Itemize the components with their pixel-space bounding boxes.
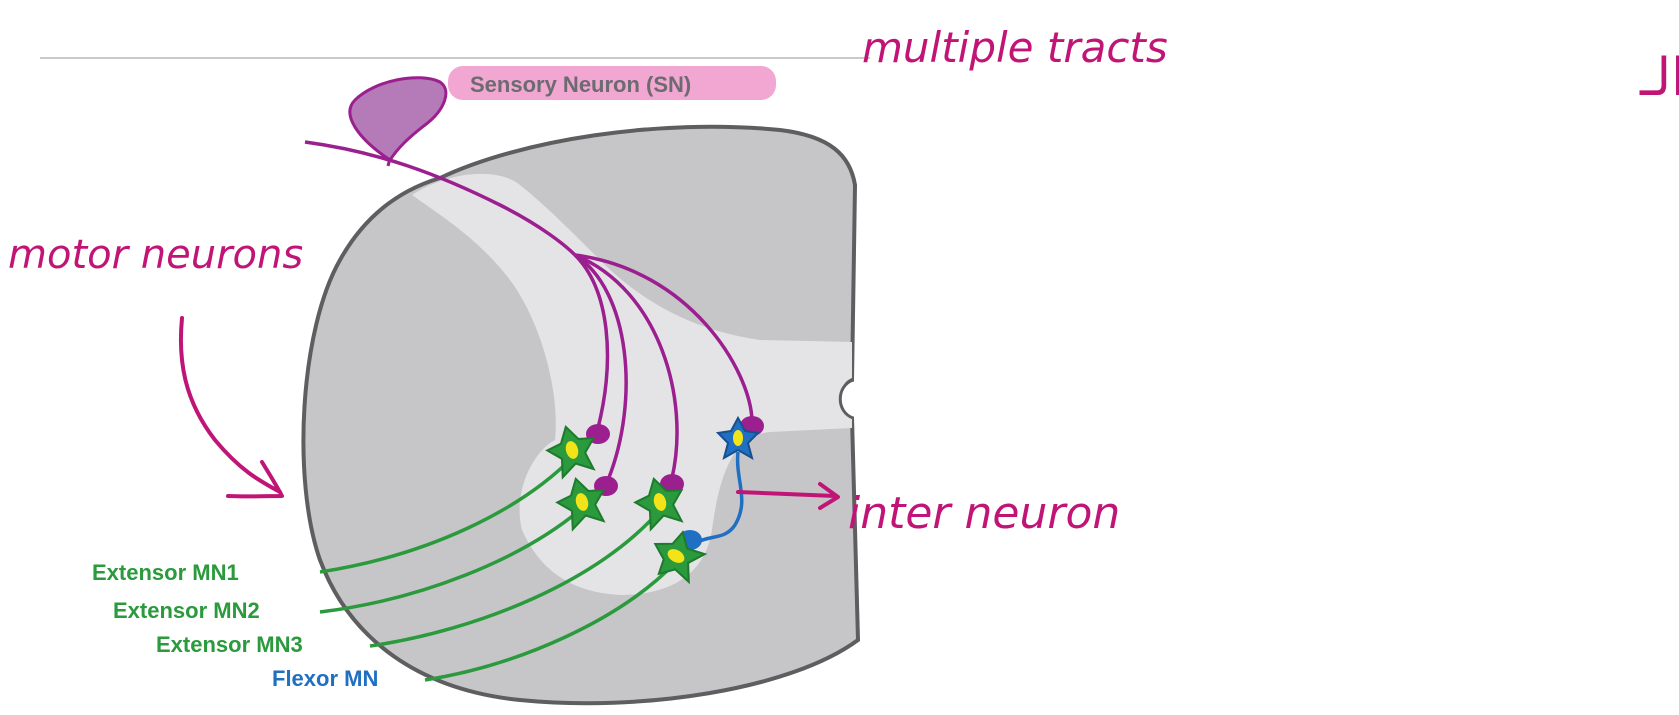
extensor-mn3-label: Extensor MN3 [156,632,303,657]
annotation-motor-neurons: motor neurons [8,232,303,278]
annotation-inter-neuron: inter neuron [848,488,1120,539]
flexor-mn-label: Flexor MN [272,666,378,691]
annotation-multiple-tracts: multiple tracts [862,23,1168,72]
extensor-mn2-label: Extensor MN2 [113,598,260,623]
sensory-neuron-cell-body [350,78,446,160]
sensory-neuron-label: Sensory Neuron (SN) [470,72,691,97]
motor-neurons-arrow [181,318,282,496]
annotation-arabic: الرسمة توضح الـ [1639,48,1679,108]
extensor-mn1-label: Extensor MN1 [92,560,239,585]
